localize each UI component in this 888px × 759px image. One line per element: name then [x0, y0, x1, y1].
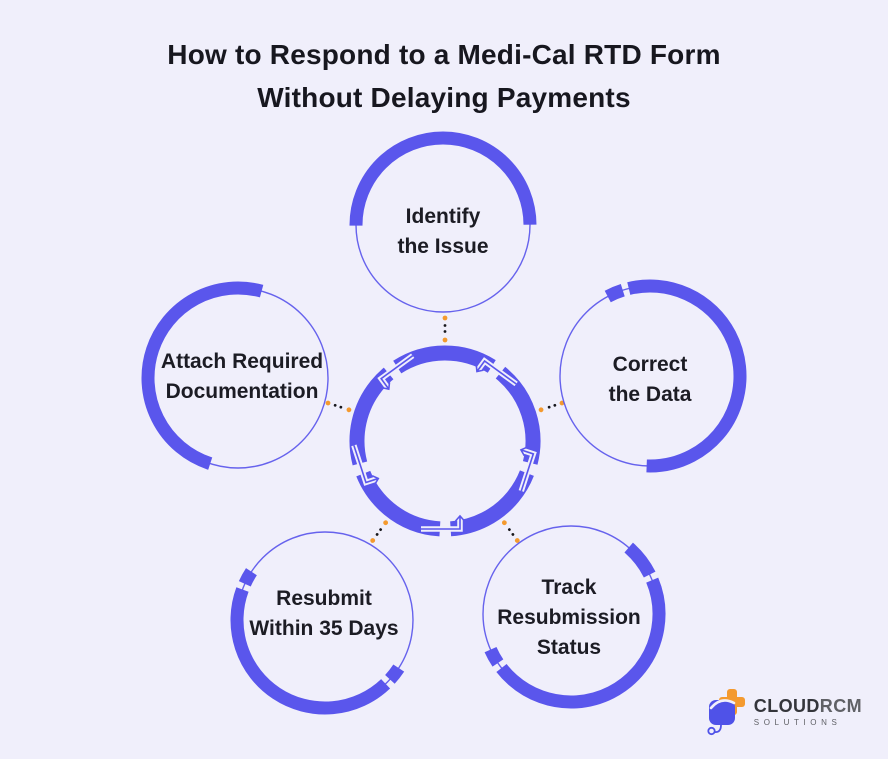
connector-dots-bottom-left — [369, 519, 389, 544]
brand-name-secondary: RCM — [819, 696, 862, 716]
connector-dots-left — [324, 399, 352, 413]
center-cycle-ring — [324, 315, 566, 544]
clockwise-arrow-icon — [509, 446, 535, 491]
brand-tagline: SOLUTIONS — [753, 718, 842, 727]
step-label-track-resubmission-status: Track Resubmission Status — [497, 576, 641, 659]
brand-logo: CLOUDRCM SOLUTIONS — [706, 687, 862, 737]
step-circle-attach-required-documentation — [141, 281, 335, 475]
brand-name: CLOUDRCM — [754, 697, 862, 716]
step-circle-track-resubmission-status — [476, 519, 666, 709]
step-label-resubmit-within-35-days: Resubmit Within 35 Days — [249, 587, 399, 640]
brand-name-primary: CLOUD — [753, 696, 820, 716]
cloudrcm-logo-icon — [707, 689, 745, 736]
step-circle-resubmit-within-35-days — [230, 525, 420, 715]
step-circle-identify-the-issue — [349, 131, 537, 319]
brand-logo-text: CLOUDRCM SOLUTIONS — [753, 697, 862, 728]
title-line-2: Without Delaying Payments — [257, 82, 631, 113]
title-line-1: How to Respond to a Medi-Cal RTD Form — [167, 39, 721, 70]
step-label-identify-the-issue: Identify the Issue — [397, 205, 489, 258]
connector-dots-bottom-right — [501, 519, 521, 544]
page-title: How to Respond to a Medi-Cal RTD Form Wi… — [0, 33, 888, 119]
connector-dots-right — [538, 399, 566, 413]
step-label-attach-required-documentation: Attach Required Documentation — [160, 350, 324, 403]
step-circle-correct-the-data — [553, 279, 747, 473]
step-label-correct-the-data: Correct the Data — [608, 353, 692, 406]
connector-dots-top — [442, 315, 448, 343]
